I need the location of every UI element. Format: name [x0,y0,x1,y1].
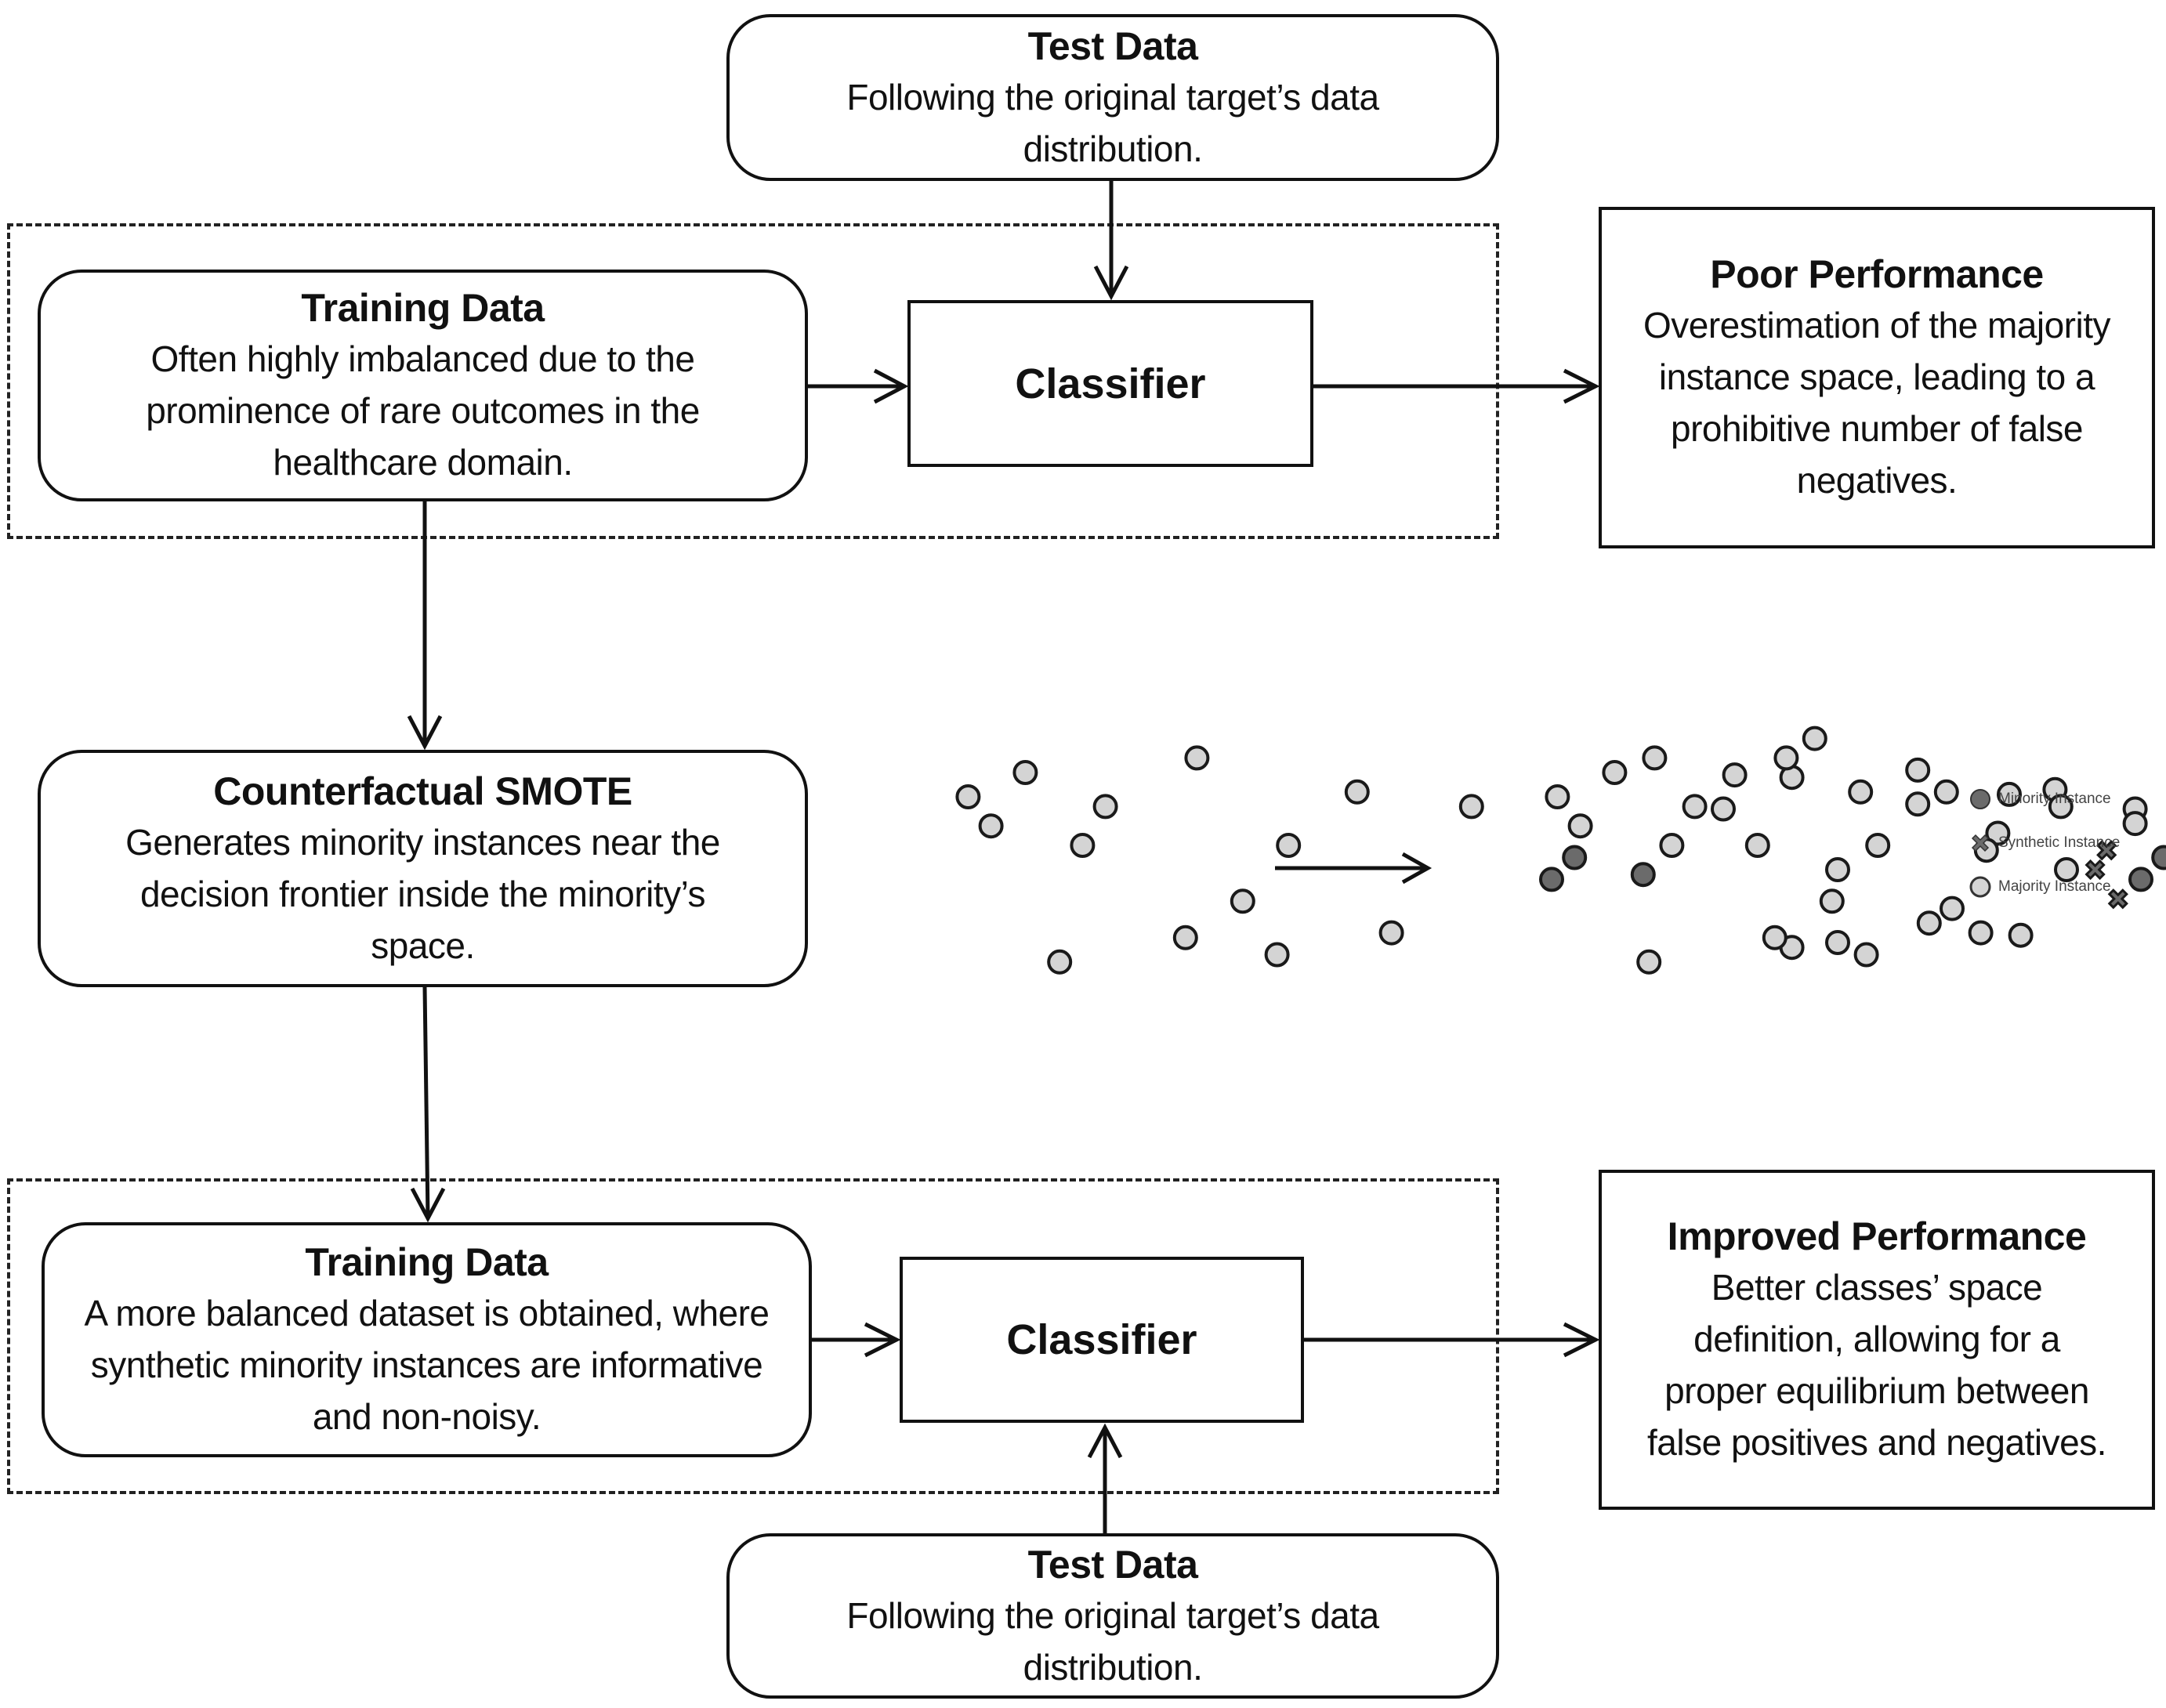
majority-point [1762,925,1787,950]
minority-point [1630,862,1656,888]
counterfactual-smote-box: Counterfactual SMOTE Generates minority … [38,750,808,987]
majority-point [1825,857,1850,882]
classifier-1-label: Classifier [1015,360,1206,407]
legend-majority-label: Majority Instance [1998,878,2111,895]
majority-point [1940,896,1965,921]
majority-point [1905,757,1931,783]
majority-point [2122,811,2148,837]
majority-point [1682,794,1708,820]
majority-point [1276,833,1302,858]
minority-point [2128,867,2153,892]
majority-point [1779,765,1805,791]
majority-point [1184,745,1210,771]
counterfactual-smote-body: Generates minority instances near the de… [125,821,720,966]
training-data-1-title: Training Data [301,286,545,330]
counterfactual-smote-title: Counterfactual SMOTE [213,769,632,813]
legend-item-minority: Minority Instance [1969,777,2120,821]
majority-point [1264,942,1290,968]
majority-point [1848,779,1874,805]
classifier-box-2: Classifier [900,1257,1304,1423]
majority-point [1344,779,1370,805]
improved-performance-body: Better classes’ space definition, allowi… [1647,1267,2106,1463]
majority-point [1825,930,1850,955]
arrowhead-classifier-2-to-improved-performance [1563,1322,1600,1358]
bottom-test-data-box: Test Data Following the original target’… [726,1533,1499,1699]
majority-point [1567,813,1593,839]
minority-instance-icon [1970,789,1990,809]
majority-point [1933,779,1959,805]
majority-point [978,813,1004,839]
training-data-2-body: A more balanced dataset is obtained, whe… [84,1293,770,1437]
majority-point [1636,949,1662,975]
improved-performance-box: Improved Performance Better classes’ spa… [1599,1170,2155,1510]
majority-point [955,784,981,809]
arrowhead-classifier-1-to-poor-performance [1563,368,1600,404]
majority-point [1545,784,1570,809]
arrowhead-training-1-to-smote [407,715,443,751]
majority-point [2122,796,2148,822]
bottom-test-data-title: Test Data [1027,1542,1198,1587]
synthetic-instance-icon [1971,834,1990,852]
majority-instance-icon [1969,876,1991,898]
majority-point [1230,888,1255,914]
majority-point [1172,925,1198,950]
majority-point [1659,833,1685,858]
majority-point [1968,920,1994,946]
majority-point [1602,760,1628,785]
poor-performance-body: Overestimation of the majority instance … [1643,305,2111,501]
poor-performance-title: Poor Performance [1710,252,2044,296]
majority-point [1711,796,1736,822]
majority-point [1773,745,1799,771]
training-pipeline-frame-2 [7,1178,1499,1494]
legend-item-majority: Majority Instance [1969,865,2120,909]
training-data-box-2: Training Data A more balanced dataset is… [42,1222,812,1457]
top-test-data-box: Test Data Following the original target’… [726,14,1499,181]
minority-point [1539,867,1564,892]
top-test-data-title: Test Data [1027,24,1198,68]
majority-point [1070,833,1096,858]
majority-point [1865,833,1891,858]
majority-point [2008,922,2034,948]
legend-item-synthetic: Synthetic Instance [1969,821,2120,865]
classifier-2-label: Classifier [1006,1316,1197,1363]
training-data-box-1: Training Data Often highly imbalanced du… [38,270,808,501]
majority-point [1047,949,1073,975]
majority-point [1378,920,1404,946]
arrowhead-smote-transform [1401,852,1433,885]
minority-point [2151,845,2166,870]
legend: Minority Instance Synthetic Instance Maj… [1969,777,2120,909]
majority-point [1642,745,1668,771]
majority-point [1916,910,1942,936]
classifier-box-1: Classifier [907,300,1313,467]
top-test-data-body: Following the original target’s data dis… [846,76,1379,169]
majority-point [1744,833,1770,858]
legend-minority-label: Minority Instance [1998,791,2111,807]
majority-point [1092,794,1118,820]
training-data-1-body: Often highly imbalanced due to the promi… [146,338,700,483]
majority-point [1012,760,1038,785]
training-data-2-title: Training Data [305,1240,549,1284]
bottom-test-data-body: Following the original target’s data dis… [846,1594,1379,1688]
majority-point [1905,791,1931,817]
majority-point [1722,762,1748,788]
majority-point [1819,888,1845,914]
majority-point [1458,794,1484,820]
majority-point [1802,726,1827,751]
majority-point [1853,942,1879,968]
training-pipeline-frame-1 [7,223,1499,539]
majority-point [1779,935,1805,961]
improved-performance-title: Improved Performance [1667,1214,2087,1258]
minority-point [1562,845,1588,870]
legend-synthetic-label: Synthetic Instance [1998,834,2121,851]
poor-performance-box: Poor Performance Overestimation of the m… [1599,207,2155,548]
